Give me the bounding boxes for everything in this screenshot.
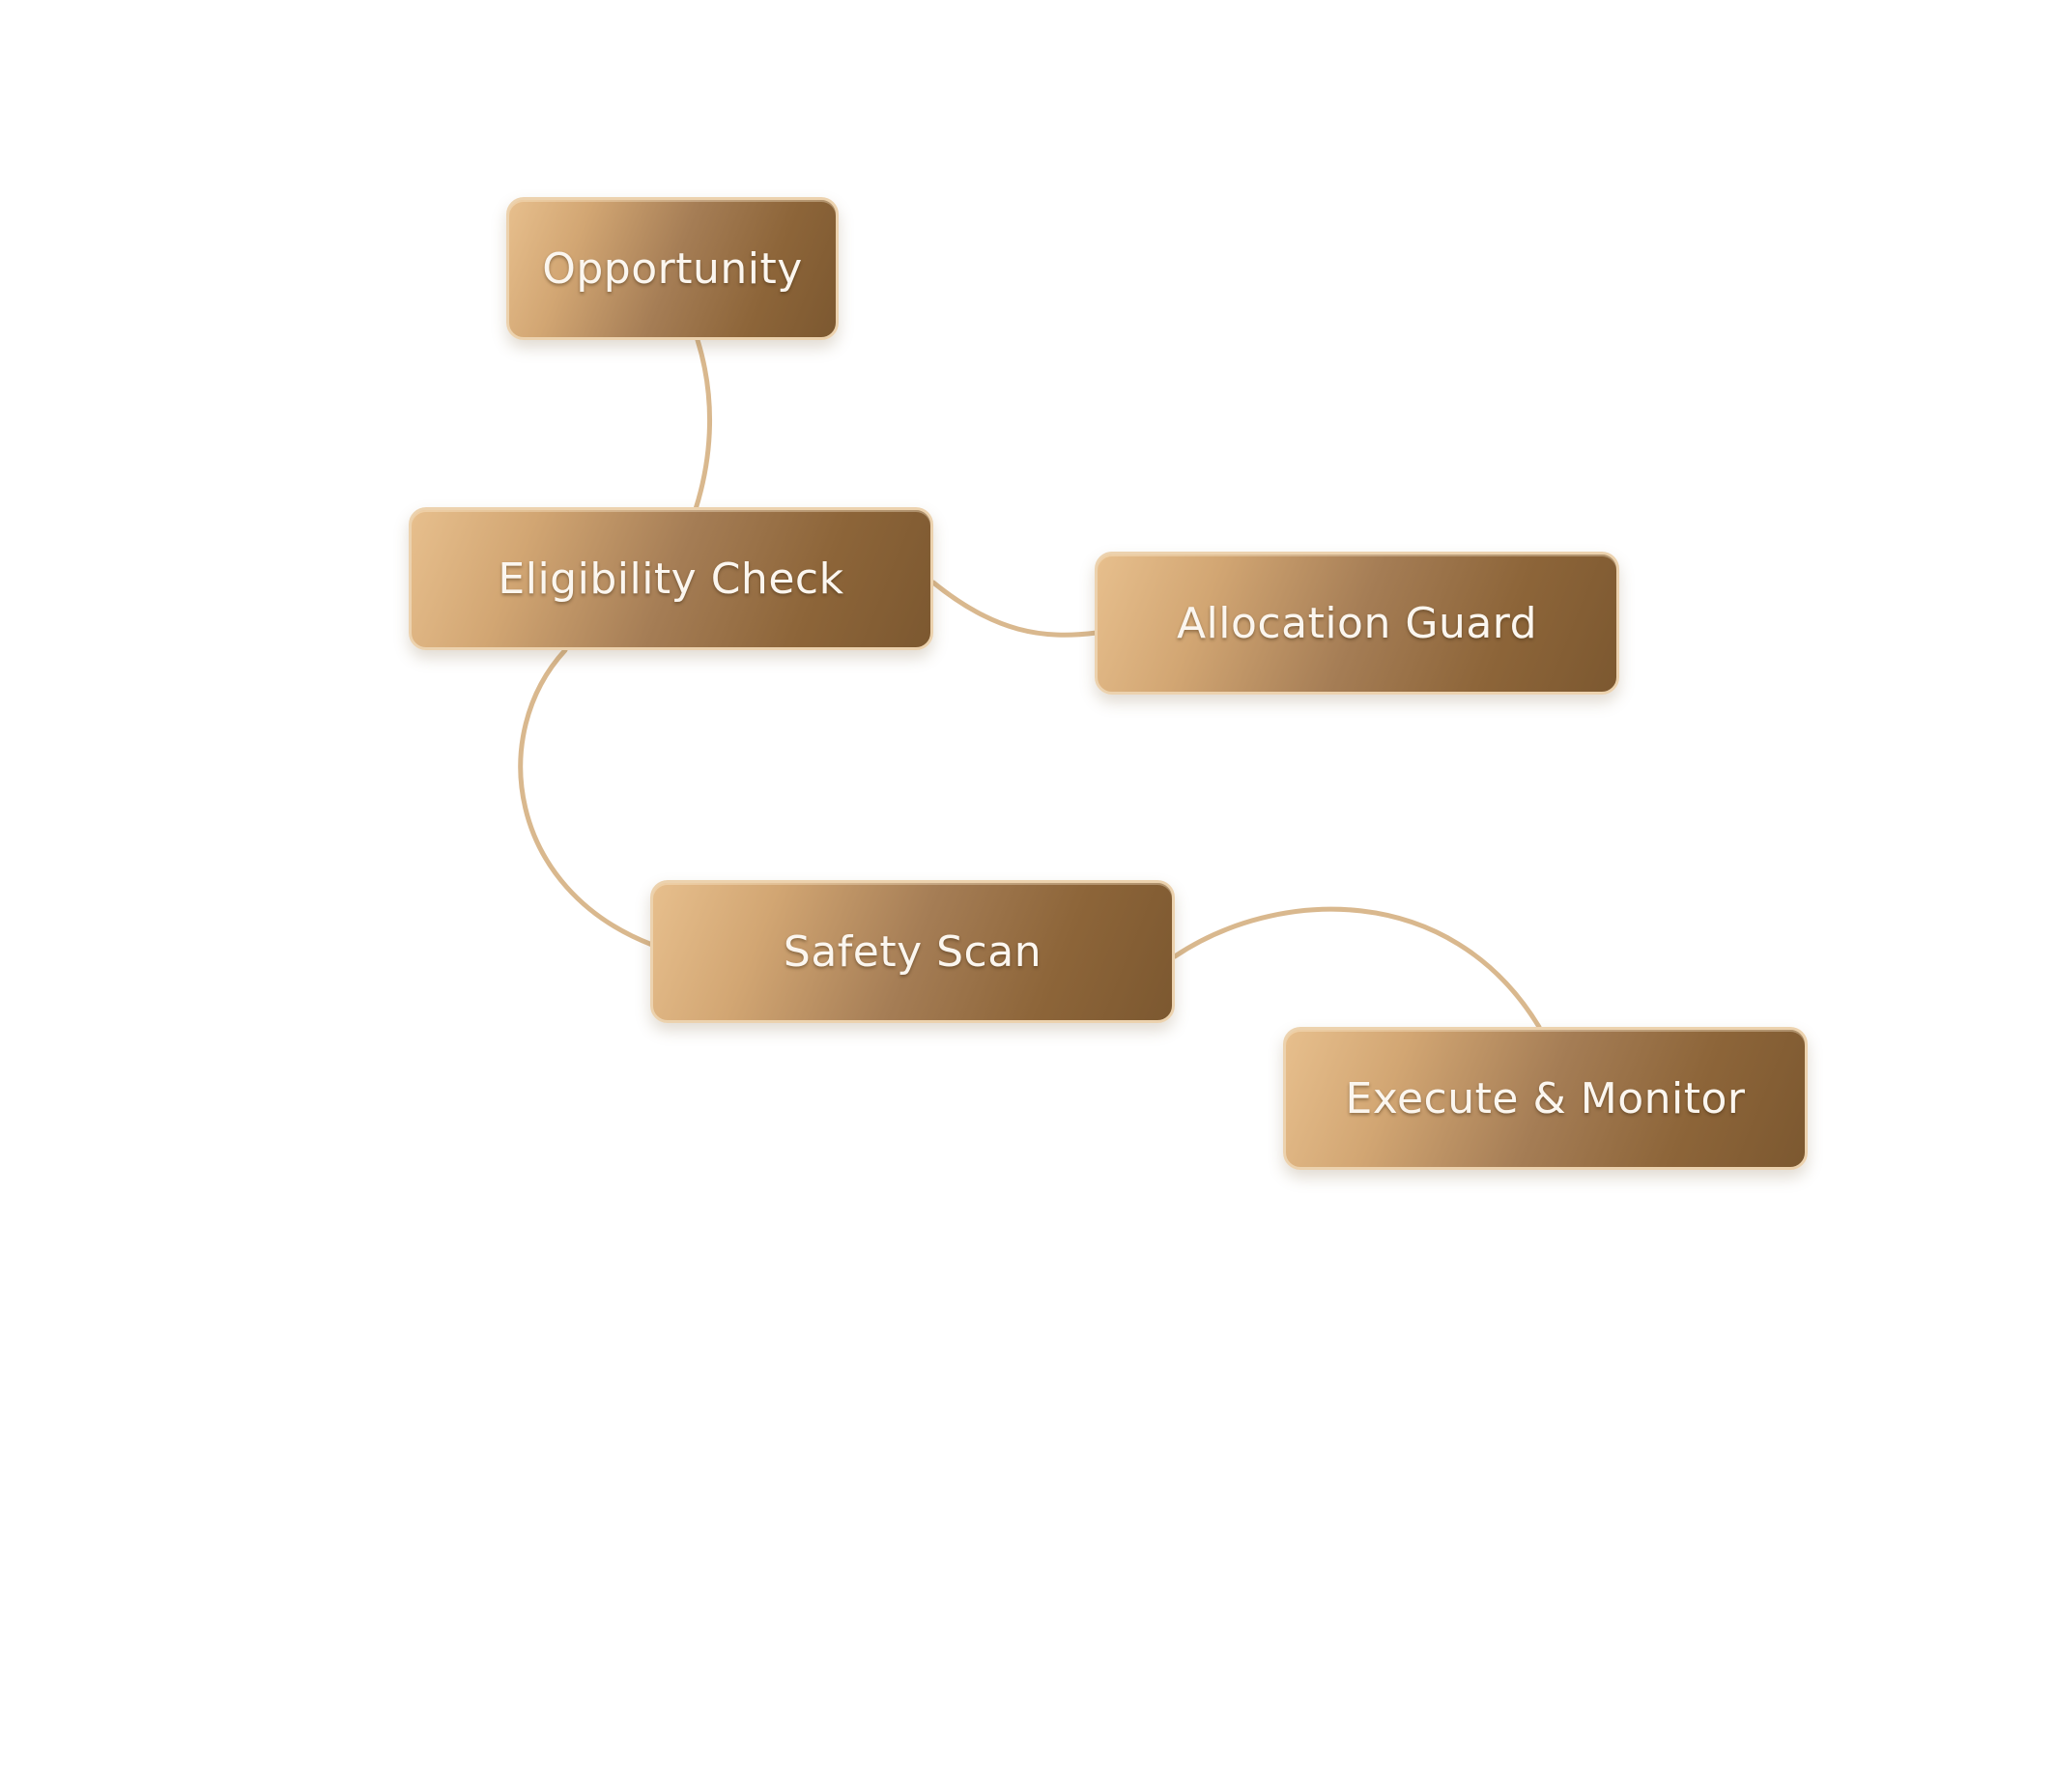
node-allocation-guard[interactable]: Allocation Guard	[1095, 552, 1619, 695]
node-execute-monitor-label: Execute & Monitor	[1345, 1073, 1746, 1124]
node-safety-scan[interactable]: Safety Scan	[650, 880, 1175, 1023]
node-eligibility-check[interactable]: Eligibility Check	[409, 507, 933, 650]
node-allocation-guard-label: Allocation Guard	[1176, 598, 1538, 648]
node-eligibility-check-label: Eligibility Check	[498, 554, 844, 604]
node-execute-monitor[interactable]: Execute & Monitor	[1283, 1027, 1808, 1170]
node-opportunity[interactable]: Opportunity	[506, 197, 839, 340]
edge-eligibility-to-allocation	[930, 580, 1099, 638]
edge-safety-to-execute	[1172, 906, 1542, 1030]
edge-eligibility-to-safety	[518, 647, 655, 948]
edge-opportunity-to-eligibility	[693, 337, 712, 512]
node-opportunity-label: Opportunity	[542, 243, 803, 294]
node-safety-scan-label: Safety Scan	[783, 926, 1042, 977]
